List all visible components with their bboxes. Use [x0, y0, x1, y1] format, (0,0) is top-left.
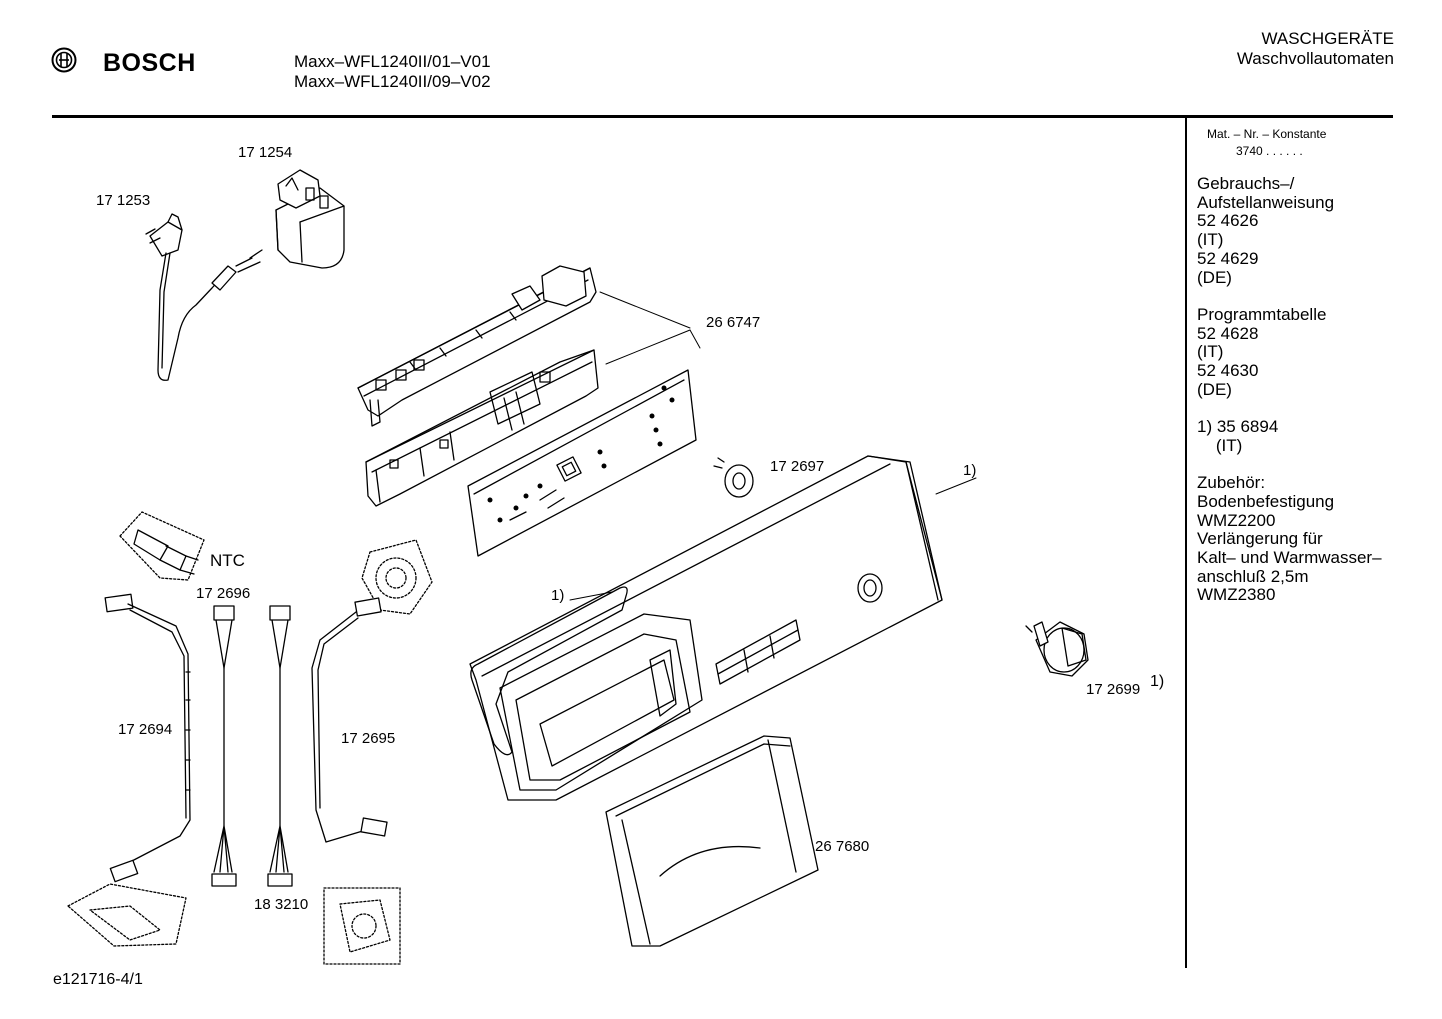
bosch-logo-icon	[51, 47, 77, 73]
power-plug-cable-part	[145, 213, 263, 381]
sidebar-line: Kalt– und Warmwasser–	[1197, 548, 1382, 568]
footnote-marker-seal: 1)	[551, 587, 565, 604]
mat-nr-title: Mat. – Nr. – Konstante	[1207, 127, 1327, 141]
sidebar-line: Bodenbefestigung	[1197, 491, 1335, 511]
sidebar-line: (IT)	[1197, 342, 1224, 362]
part-label-172695: 17 2695	[341, 730, 396, 747]
sidebar-line: Gebrauchs–/	[1197, 174, 1295, 193]
exploded-parts-drawing	[67, 169, 1089, 965]
wiring-harness-mid-right-part	[267, 605, 293, 887]
control-frame-lower-part	[365, 349, 599, 507]
sidebar-line: 52 4628	[1197, 323, 1259, 343]
control-frame-upper-part	[357, 265, 597, 427]
interference-filter-part	[275, 169, 345, 269]
sidebar-line: WMZ2200	[1197, 510, 1276, 530]
wiring-harness-mid-left-part	[211, 605, 237, 887]
sidebar-line	[1197, 287, 1382, 306]
electronic-module-part	[467, 369, 697, 557]
sidebar-line: (DE)	[1197, 379, 1232, 399]
wiring-harness-right-part	[311, 597, 388, 843]
model-line-2: Maxx–WFL1240II/09–V02	[294, 72, 491, 91]
sidebar-line: 52 4630	[1197, 361, 1259, 381]
ntc-sensor-part	[119, 511, 205, 581]
part-label-183210: 18 3210	[254, 896, 309, 913]
part-label-267680: 26 7680	[815, 838, 870, 855]
part-label-172694: 17 2694	[118, 721, 173, 738]
sidebar-line: anschluß 2,5m	[1197, 566, 1309, 586]
program-knob-part	[1025, 621, 1089, 677]
selector-knob-part	[713, 457, 754, 498]
part-label-172699: 17 2699	[1086, 681, 1141, 698]
sidebar-line: Zubehör:	[1197, 473, 1266, 493]
part-label-172697: 17 2697	[770, 458, 825, 475]
heater-element-part	[67, 883, 187, 947]
sidebar-line: Programmtabelle	[1197, 304, 1327, 324]
sidebar-line	[1197, 399, 1382, 418]
sidebar-line: (DE)	[1197, 267, 1232, 287]
part-label-171254: 17 1254	[238, 144, 293, 161]
sidebar-line	[1197, 456, 1382, 475]
sidebar-divider	[1185, 118, 1187, 968]
category-title: WASCHGERÄTE	[1261, 29, 1394, 48]
part-label-171253: 17 1253	[96, 192, 151, 209]
category-subtitle: Waschvollautomaten	[1236, 49, 1394, 68]
part-label-266747: 26 6747	[706, 314, 761, 331]
wiring-harness-left-part	[104, 593, 191, 883]
sidebar-line: Aufstellanweisung	[1197, 192, 1335, 212]
sidebar-line: 1) 35 6894	[1197, 417, 1279, 437]
sidebar-line: (IT)	[1197, 230, 1224, 250]
part-label-172696: 17 2696	[196, 585, 251, 602]
motor-part	[323, 887, 401, 965]
sidebar-notes: Gebrauchs–/ Aufstellanweisung 52 4626 (I…	[1197, 174, 1382, 605]
brand-name: BOSCH	[103, 49, 196, 77]
sidebar-line: Verlängerung für	[1197, 529, 1323, 549]
drawing-code: e121716-4/1	[53, 971, 143, 988]
header-divider	[52, 115, 1393, 118]
sidebar-line: 52 4629	[1197, 248, 1259, 268]
fascia-seal-part	[470, 586, 628, 756]
sidebar-line: (IT)	[1197, 435, 1243, 455]
sidebar-line: 52 4626	[1197, 211, 1259, 231]
footnote-marker-fascia: 1)	[963, 462, 977, 479]
fascia-panel-part	[469, 455, 977, 801]
part-label-ntc: NTC	[210, 551, 245, 570]
model-line-1: Maxx–WFL1240II/01–V01	[294, 52, 491, 71]
drawer-handle-part	[605, 735, 819, 947]
mat-nr-value: 3740 . . . . . .	[1236, 144, 1303, 158]
footnote-marker-knob: 1)	[1150, 673, 1165, 690]
pressure-switch-part	[361, 539, 433, 615]
sidebar-line: WMZ2380	[1197, 585, 1276, 605]
